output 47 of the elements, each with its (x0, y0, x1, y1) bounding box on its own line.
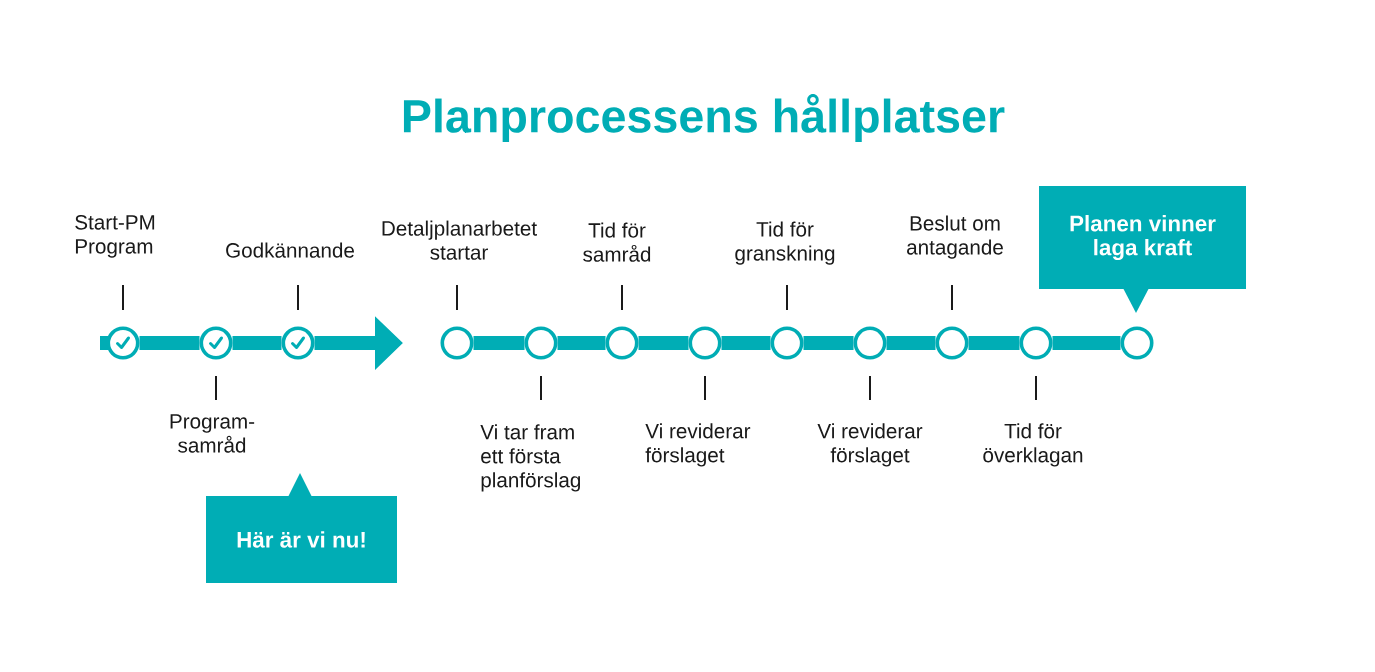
milestone-label: Godkännande (226, 242, 354, 258)
milestone-label: Program- samråd (170, 414, 255, 453)
timeline-bar (232, 336, 282, 350)
timeline-bar (721, 336, 771, 350)
milestone-label: Vi reviderar förslaget (645, 423, 751, 467)
milestone-circle (106, 326, 140, 360)
title: Planprocessens hållplatser (403, 93, 1005, 143)
milestone-circle (199, 326, 233, 360)
milestone-label: Tid för granskning (735, 221, 835, 265)
milestone-label: Tid för samråd (583, 222, 651, 262)
timeline-bar (886, 336, 936, 350)
timeline-bar (803, 336, 854, 350)
milestone-label: Beslut om antagande (907, 215, 1003, 259)
leader-line (122, 284, 124, 311)
milestone-label: Start-PM Program (75, 215, 155, 258)
leader-line (786, 284, 788, 311)
leader-line (869, 375, 871, 401)
leader-line (456, 284, 458, 311)
leader-line (297, 284, 299, 311)
milestone-circle (770, 326, 804, 360)
timeline-bar (557, 336, 606, 350)
leader-line (621, 284, 623, 311)
timeline-bar (968, 336, 1020, 350)
timeline-bar (473, 336, 525, 350)
milestone-label: Detaljplanarbetet startar (382, 220, 537, 260)
leader-line (704, 375, 706, 401)
milestone-circle (853, 326, 887, 360)
milestone-label: Vi reviderar förslaget (817, 423, 923, 467)
milestone-circle (1120, 326, 1154, 360)
milestone-label: Vi tar fram ett första planförslag (480, 424, 580, 492)
milestone-circle (1019, 326, 1053, 360)
callout-box: Här är vi nu! (206, 473, 397, 583)
milestone-circle (524, 326, 558, 360)
milestone-circle (935, 326, 969, 360)
timeline-bar (139, 336, 200, 350)
callout-box: Planen vinner laga kraft (1039, 186, 1246, 313)
milestone-circle (281, 326, 315, 360)
milestone-circle (440, 326, 474, 360)
timeline-bar (1052, 336, 1121, 350)
milestone-circle (605, 326, 639, 360)
leader-line (215, 375, 217, 401)
leader-line (951, 284, 953, 311)
milestone-circle (688, 326, 722, 360)
leader-line (1035, 375, 1037, 401)
timeline-bar (638, 336, 689, 350)
milestone-label: Tid för överklagan (983, 423, 1083, 467)
leader-line (540, 375, 542, 401)
